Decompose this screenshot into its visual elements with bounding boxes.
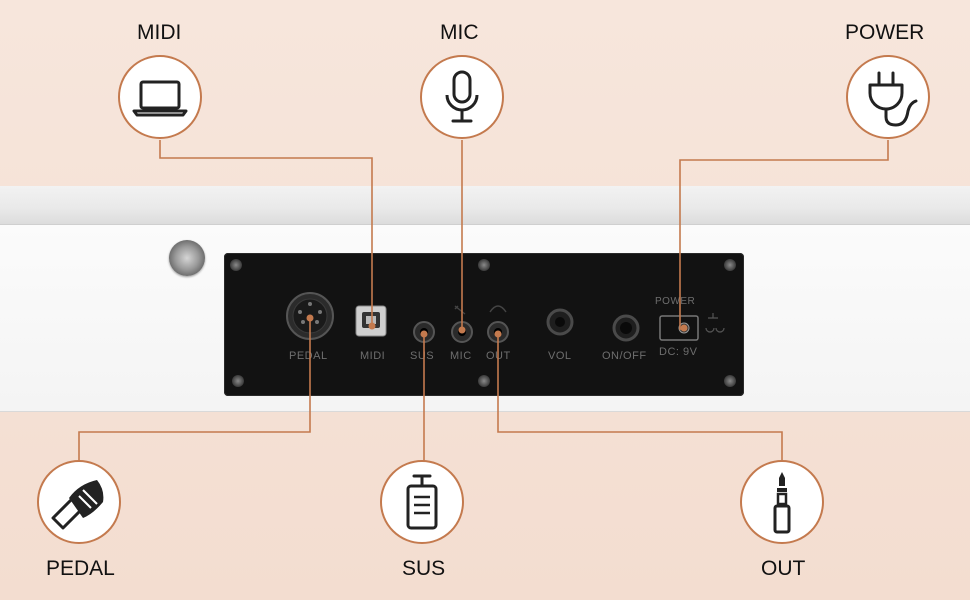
pedal-callout-circle: [37, 460, 121, 544]
midi-port-label: MIDI: [360, 350, 386, 362]
power-callout-circle: [846, 55, 930, 139]
panel-screw: [230, 259, 242, 271]
panel-screw: [478, 375, 490, 387]
power-callout-label: POWER: [845, 21, 925, 44]
sustain-pedal-icon: [406, 474, 438, 530]
midi-callout-label: MIDI: [137, 21, 182, 44]
midi-callout-circle: [118, 55, 202, 139]
audio-jack-icon: [773, 472, 791, 534]
polarity-icon: [705, 313, 725, 333]
pedal-foot-icon: [51, 480, 104, 530]
sus-callout-label: SUS: [402, 557, 446, 580]
dc-power-socket: [659, 315, 699, 341]
panel-screw: [478, 259, 490, 271]
panel-screw: [232, 375, 244, 387]
power-leader-line: [679, 140, 889, 330]
keyboard-top-edge: [0, 186, 970, 225]
mic-callout-label: MIC: [440, 21, 479, 44]
pedal-leader-line: [78, 318, 311, 460]
power-port-label: POWER: [655, 296, 696, 307]
vol-port-label: VOL: [548, 350, 572, 362]
sus-port-label: SUS: [410, 350, 435, 362]
mic-glyph-icon: [454, 305, 466, 315]
onoff-switch: [612, 314, 640, 342]
dc-voltage-label: DC: 9V: [659, 346, 698, 358]
pedal-port-label: PEDAL: [289, 350, 328, 362]
plug-icon: [868, 71, 918, 127]
mic-port-label: MIC: [450, 350, 472, 362]
onoff-port-label: ON/OFF: [602, 350, 647, 362]
panel-screw: [724, 259, 736, 271]
midi-leader-line: [159, 140, 373, 326]
vol-knob: [546, 308, 574, 336]
out-callout-circle: [740, 460, 824, 544]
headphone-glyph-icon: [489, 305, 507, 313]
case-screw: [169, 240, 205, 276]
out-leader-line: [497, 334, 783, 460]
laptop-icon: [132, 80, 188, 117]
panel-screw: [724, 375, 736, 387]
microphone-icon: [445, 70, 479, 123]
midi-usb-connector: [355, 305, 387, 337]
sus-callout-circle: [380, 460, 464, 544]
mic-callout-circle: [420, 55, 504, 139]
pedal-callout-label: PEDAL: [46, 557, 115, 580]
out-callout-label: OUT: [761, 557, 806, 580]
